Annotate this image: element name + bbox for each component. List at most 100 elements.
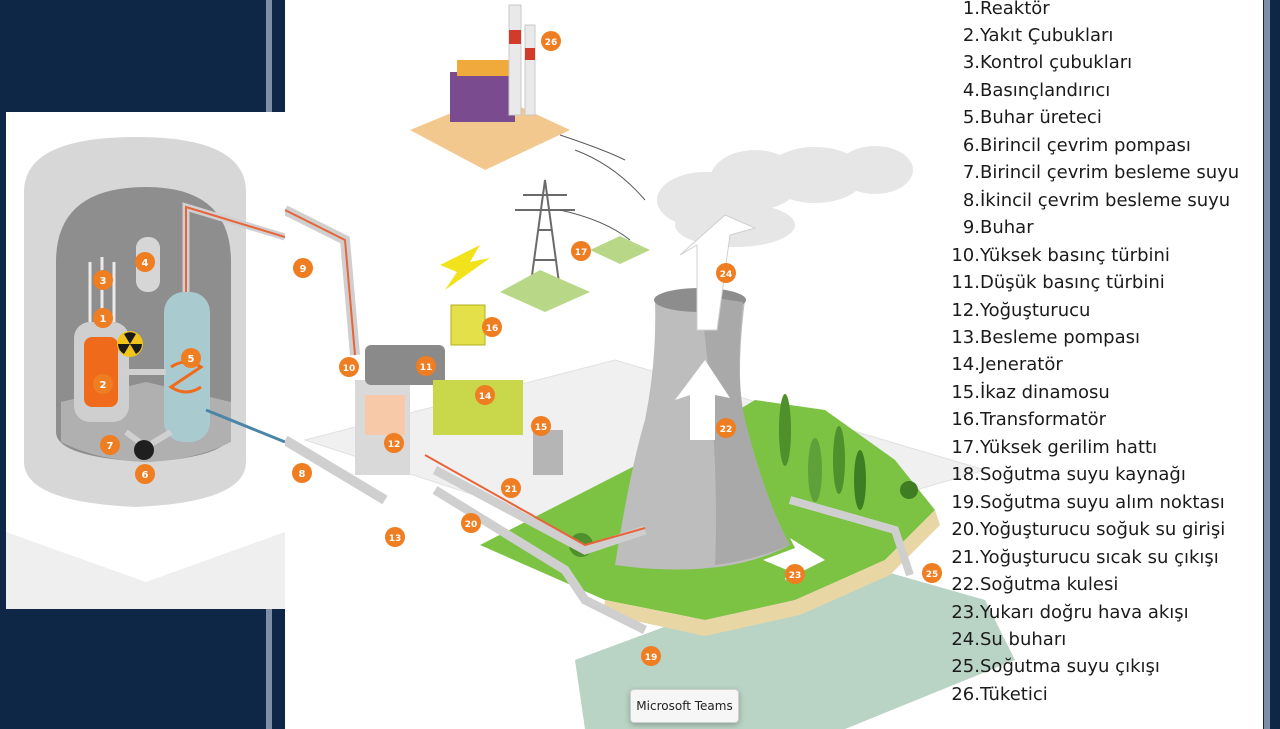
- legend-item: 2.Yakıt Çubukları: [950, 22, 1114, 49]
- svg-text:1: 1: [100, 314, 107, 325]
- legend-item: 24.Su buharı: [950, 626, 1066, 653]
- legend-label: Kontrol çubukları: [980, 52, 1133, 73]
- legend-item: 26.Tüketici: [950, 681, 1048, 708]
- legend-item: 9.Buhar: [950, 214, 1034, 241]
- legend-item: 10.Yüksek basınç türbini: [950, 242, 1170, 269]
- marker-5: 5: [181, 348, 201, 368]
- transmission-tower: [515, 179, 575, 291]
- legend-item: 20.Yoğuşturucu soğuk su girişi: [950, 516, 1225, 543]
- marker-19: 19: [641, 646, 661, 666]
- legend-number: 24.: [951, 629, 980, 650]
- svg-text:26: 26: [545, 38, 558, 48]
- legend-label: Soğutma kulesi: [980, 574, 1119, 595]
- consumer-chimney-2: [524, 24, 536, 116]
- airflow-arrow: [763, 538, 825, 580]
- legend-number: 12.: [951, 300, 980, 321]
- svg-text:9: 9: [300, 264, 307, 275]
- lightning-bolt: [440, 245, 490, 290]
- marker-13: 13: [385, 527, 405, 547]
- legend-item: 19.Soğutma suyu alım noktası: [950, 489, 1225, 516]
- legend-item: 6.Birincil çevrim pompası: [950, 132, 1191, 159]
- legend-item: 3.Kontrol çubukları: [950, 49, 1132, 76]
- legend-label: Tüketici: [980, 684, 1048, 705]
- legend-label: Soğutma suyu kaynağı: [980, 464, 1186, 485]
- legend-label: Yukarı doğru hava akışı: [980, 602, 1189, 623]
- consumer-chimney-1: [508, 4, 522, 116]
- reactor-inset: 1 2 3 4 5 6 7: [6, 112, 285, 609]
- feedwater-pipe: [285, 435, 388, 505]
- legend-label: Su buharı: [980, 629, 1067, 650]
- svg-text:6: 6: [142, 470, 149, 481]
- plant-illustration-svg: 9 10 11 12 8 13 14 15 16 17 19: [285, 4, 1015, 729]
- legend-item: 22.Soğutma kulesi: [950, 571, 1118, 598]
- marker-1: 1: [93, 308, 113, 328]
- legend-number: 4.: [962, 80, 980, 101]
- consumer-building: [450, 72, 515, 122]
- tower-base: [500, 270, 590, 312]
- svg-text:22: 22: [720, 425, 733, 435]
- svg-text:4: 4: [142, 258, 149, 269]
- legend-item: 1.Reaktör: [950, 0, 1050, 22]
- svg-text:23: 23: [789, 571, 802, 581]
- marker-24: 24: [716, 263, 736, 283]
- background-stripe-right: [1264, 0, 1270, 729]
- svg-text:20: 20: [465, 520, 478, 530]
- marker-8: 8: [292, 463, 312, 483]
- hot-water-line: [424, 454, 646, 547]
- marker-14: 14: [475, 385, 495, 405]
- legend-number: 3.: [962, 52, 980, 73]
- outlet-pipe: [788, 496, 914, 577]
- marker-10: 10: [339, 357, 359, 377]
- fuel-rods: [84, 337, 118, 407]
- legend-number: 10.: [951, 245, 980, 266]
- legend-label: Reaktör: [980, 0, 1050, 19]
- marker-9: 9: [293, 258, 313, 278]
- legend-label: Birincil çevrim pompası: [980, 135, 1191, 156]
- substation-base: [590, 236, 650, 264]
- legend-item: 21.Yoğuşturucu sıcak su çıkışı: [950, 544, 1218, 571]
- legend-item: 8.İkincil çevrim besleme suyu: [950, 187, 1230, 214]
- svg-text:3: 3: [100, 276, 107, 287]
- legend-number: 9.: [962, 217, 980, 238]
- consumer-roof: [457, 60, 509, 76]
- legend-label: Birincil çevrim besleme suyu: [980, 162, 1240, 183]
- cooling-water-pipes: [432, 466, 648, 635]
- legend-label: Soğutma suyu alım noktası: [980, 492, 1225, 513]
- svg-text:10: 10: [343, 364, 356, 374]
- legend-number: 7.: [962, 162, 980, 183]
- water-area: [575, 560, 1015, 729]
- svg-text:16: 16: [486, 324, 499, 334]
- legend-number: 23.: [951, 602, 980, 623]
- svg-text:7: 7: [107, 441, 114, 452]
- legend-label: Yüksek basınç türbini: [980, 245, 1170, 266]
- teams-tooltip: Microsoft Teams: [630, 689, 739, 723]
- marker-6: 6: [135, 464, 155, 484]
- exciter-block: [533, 430, 563, 475]
- svg-text:25: 25: [926, 570, 939, 580]
- legend-number: 2.: [962, 25, 980, 46]
- legend-number: 11.: [951, 272, 980, 293]
- legend-label: Yakıt Çubukları: [980, 25, 1114, 46]
- legend-number: 5.: [962, 107, 980, 128]
- power-lines: [559, 134, 646, 241]
- marker-11: 11: [416, 356, 436, 376]
- legend-label: Basınçlandırıcı: [980, 80, 1111, 101]
- legend-item: 7.Birincil çevrim besleme suyu: [950, 159, 1239, 186]
- svg-text:13: 13: [389, 534, 402, 544]
- marker-15: 15: [531, 416, 551, 436]
- marker-12: 12: [384, 433, 404, 453]
- consumer-chimney-2-band: [525, 48, 535, 60]
- svg-text:21: 21: [505, 485, 518, 495]
- marker-25: 25: [922, 563, 942, 583]
- marker-22: 22: [716, 418, 736, 438]
- svg-text:2: 2: [100, 380, 107, 391]
- legend-label: Jeneratör: [980, 354, 1063, 375]
- legend-item: 23.Yukarı doğru hava akışı: [950, 599, 1189, 626]
- steam-pipe: [285, 205, 360, 356]
- legend-number: 25.: [951, 656, 980, 677]
- svg-text:15: 15: [535, 423, 548, 433]
- marker-17: 17: [571, 241, 591, 261]
- legend-number: 26.: [951, 684, 980, 705]
- legend-number: 15.: [951, 382, 980, 403]
- inset-ground: [6, 532, 285, 609]
